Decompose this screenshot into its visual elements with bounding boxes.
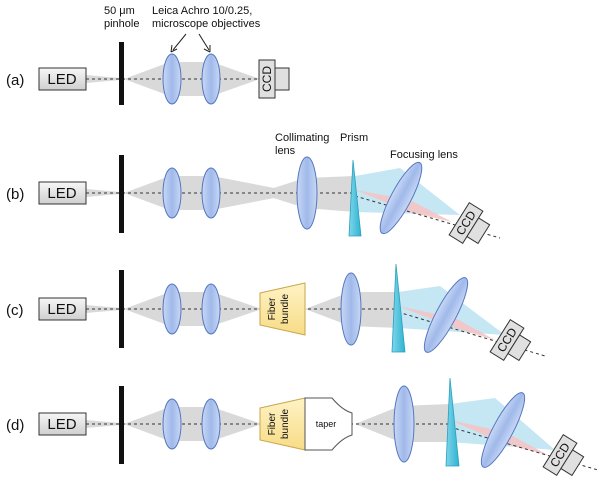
prism [445,377,460,467]
focusing-lens [480,392,526,468]
ccd-camera: CCD [258,59,290,99]
ccd-label: CCD [260,66,274,92]
focusing-lens [423,277,469,353]
objective-lens-2 [201,283,221,335]
led-label: LED [47,416,76,433]
objective-lens-1 [162,53,182,105]
objective-pointer-left [172,33,187,51]
collimating-label-line2: lens [275,145,296,157]
collimating-lens [393,385,415,463]
beam-objectives [124,292,262,326]
beam-led-to-pinhole [86,305,120,313]
row-label: (c) [6,302,24,319]
row-label: (d) [6,417,24,434]
row-b: (b) LED CCD [6,155,501,245]
top-labels: 50 μm pinhole Leica Achro 10/0.25, micro… [104,5,458,161]
objective-pointer-right [198,33,210,51]
ccd-camera: CCD [542,433,585,477]
prism-label: Prism [340,132,368,144]
collimating-lens [340,272,362,346]
fiber-bundle-label-line2: bundle [280,294,291,324]
focusing-lens-label: Focusing lens [390,149,458,161]
objective-lens-1 [162,398,182,450]
led-box [38,297,87,321]
objective-lens-1 [162,283,182,335]
objective-pointer-right-head [203,45,211,53]
fiber-bundle: Fiber bundle [259,397,306,451]
led-box [38,181,87,205]
beam-led-to-pinhole [86,420,120,428]
beam-led-to-pinhole [86,189,120,197]
pinhole-plate [119,155,124,233]
led-label: LED [47,185,76,202]
led-box [38,67,87,91]
fiber-taper: taper [304,397,353,451]
taper-label: taper [316,419,337,429]
row-a: (a) LED CCD [6,42,290,105]
beam-objectives [124,407,262,441]
row-d: (d) LED Fiber bundle taper CCD [6,377,599,477]
pinhole-label-line1: 50 μm [104,5,135,17]
objective-lens-1 [162,167,182,219]
beam-objectives [124,62,260,96]
objectives-label-line2: microscope objectives [152,18,261,30]
fiber-bundle: Fiber bundle [259,282,306,336]
row-label: (a) [6,72,24,89]
focusing-lens [379,161,423,235]
prism [348,159,362,237]
objectives-label-line1: Leica Achro 10/0.25, [152,5,252,17]
fiber-bundle-label-line1: Fiber [267,412,278,435]
pinhole-plate [119,386,124,464]
row-c: (c) LED Fiber bundle CCD [6,263,546,362]
beam-led-to-pinhole [86,75,120,83]
pinhole-label-line2: pinhole [104,18,139,30]
led-box [38,412,87,436]
row-label: (b) [6,186,24,203]
fiber-bundle-label-line1: Fiber [267,297,278,320]
objective-lens-2 [201,167,221,219]
ccd-camera: CCD [448,201,491,245]
prism [391,263,406,353]
objective-lens-2 [201,53,221,105]
optical-axis-deviated [354,195,501,239]
objective-pointer-left-head [170,44,178,53]
collimating-lens [296,156,318,230]
pinhole-plate [119,42,124,105]
led-label: LED [47,301,76,318]
led-label: LED [47,71,76,88]
fiber-bundle-label-line2: bundle [280,409,291,439]
objective-lens-2 [201,398,221,450]
ccd-camera: CCD [489,318,532,362]
collimating-label-line1: Collimating [275,132,329,144]
pinhole-plate [119,270,124,348]
